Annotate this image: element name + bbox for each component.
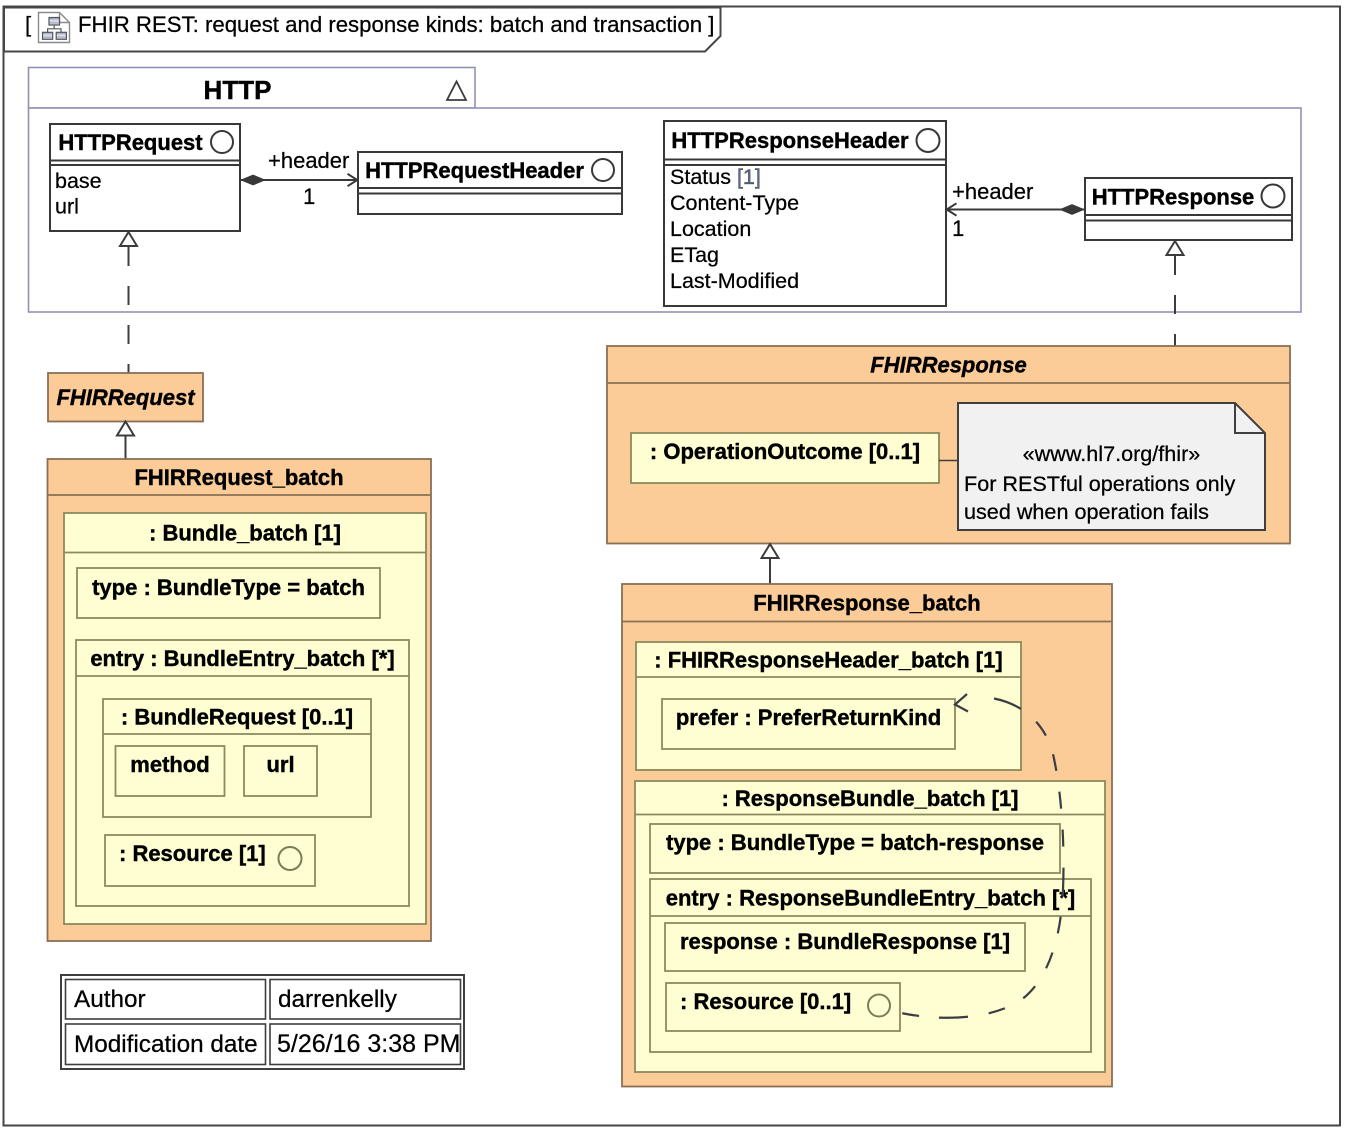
svg-text:url: url — [55, 195, 79, 219]
svg-text:: Resource [1]: : Resource [1] — [119, 841, 266, 866]
svg-text:1: 1 — [952, 216, 964, 241]
svg-text:HTTPRequest: HTTPRequest — [58, 130, 203, 155]
svg-text:url: url — [266, 752, 294, 777]
svg-text:HTTP: HTTP — [204, 75, 272, 105]
svg-text:type : BundleType = batch-resp: type : BundleType = batch-response — [666, 830, 1044, 855]
svg-text:Modification date: Modification date — [74, 1031, 258, 1058]
svg-text:5/26/16 3:38 PM: 5/26/16 3:38 PM — [277, 1030, 460, 1058]
svg-text:method: method — [130, 752, 209, 777]
svg-text:+header: +header — [268, 148, 349, 173]
svg-text:used when operation fails: used when operation fails — [964, 499, 1209, 524]
svg-text:FHIRResponse: FHIRResponse — [870, 353, 1026, 378]
svg-text:«www.hl7.org/fhir»: «www.hl7.org/fhir» — [1023, 441, 1201, 466]
svg-text:FHIR REST: request and respons: FHIR REST: request and response kinds: b… — [78, 12, 714, 37]
svg-text:: Resource [0..1]: : Resource [0..1] — [680, 989, 851, 1014]
svg-text:Content-Type: Content-Type — [670, 191, 799, 215]
svg-text:HTTPResponse: HTTPResponse — [1092, 185, 1255, 210]
svg-text:Status [1]: Status [1] — [670, 165, 761, 189]
svg-text:Last-Modified: Last-Modified — [670, 269, 799, 293]
svg-text:For RESTful operations only: For RESTful operations only — [964, 471, 1235, 496]
svg-text:: OperationOutcome [0..1]: : OperationOutcome [0..1] — [650, 439, 920, 464]
svg-text:+header: +header — [952, 179, 1033, 204]
svg-text:1: 1 — [303, 184, 315, 209]
svg-text:HTTPResponseHeader: HTTPResponseHeader — [671, 128, 909, 153]
svg-text:HTTPRequestHeader: HTTPRequestHeader — [365, 158, 584, 183]
svg-text:entry : ResponseBundleEntry_ba: entry : ResponseBundleEntry_batch [*] — [666, 886, 1076, 911]
svg-text:: FHIRResponseHeader_batch [1]: : FHIRResponseHeader_batch [1] — [654, 648, 1002, 673]
svg-text:type : BundleType = batch: type : BundleType = batch — [92, 575, 365, 600]
svg-text:FHIRRequest_batch: FHIRRequest_batch — [134, 465, 343, 490]
svg-text:[: [ — [25, 12, 31, 37]
svg-text:ETag: ETag — [670, 243, 719, 267]
svg-text:: BundleRequest [0..1]: : BundleRequest [0..1] — [121, 705, 353, 730]
svg-text:Location: Location — [670, 217, 751, 241]
svg-text:prefer : PreferReturnKind: prefer : PreferReturnKind — [676, 705, 941, 730]
svg-text:darrenkelly: darrenkelly — [278, 986, 398, 1013]
svg-text:: Bundle_batch [1]: : Bundle_batch [1] — [149, 521, 341, 546]
svg-text:entry : BundleEntry_batch [*]: entry : BundleEntry_batch [*] — [90, 646, 394, 671]
svg-text:base: base — [55, 169, 102, 193]
svg-text:FHIRResponse_batch: FHIRResponse_batch — [753, 591, 980, 616]
svg-text:FHIRRequest: FHIRRequest — [56, 385, 196, 410]
svg-text:response : BundleResponse [1]: response : BundleResponse [1] — [680, 929, 1010, 954]
svg-text:: ResponseBundle_batch [1]: : ResponseBundle_batch [1] — [721, 786, 1018, 811]
svg-text:Author: Author — [74, 986, 146, 1013]
